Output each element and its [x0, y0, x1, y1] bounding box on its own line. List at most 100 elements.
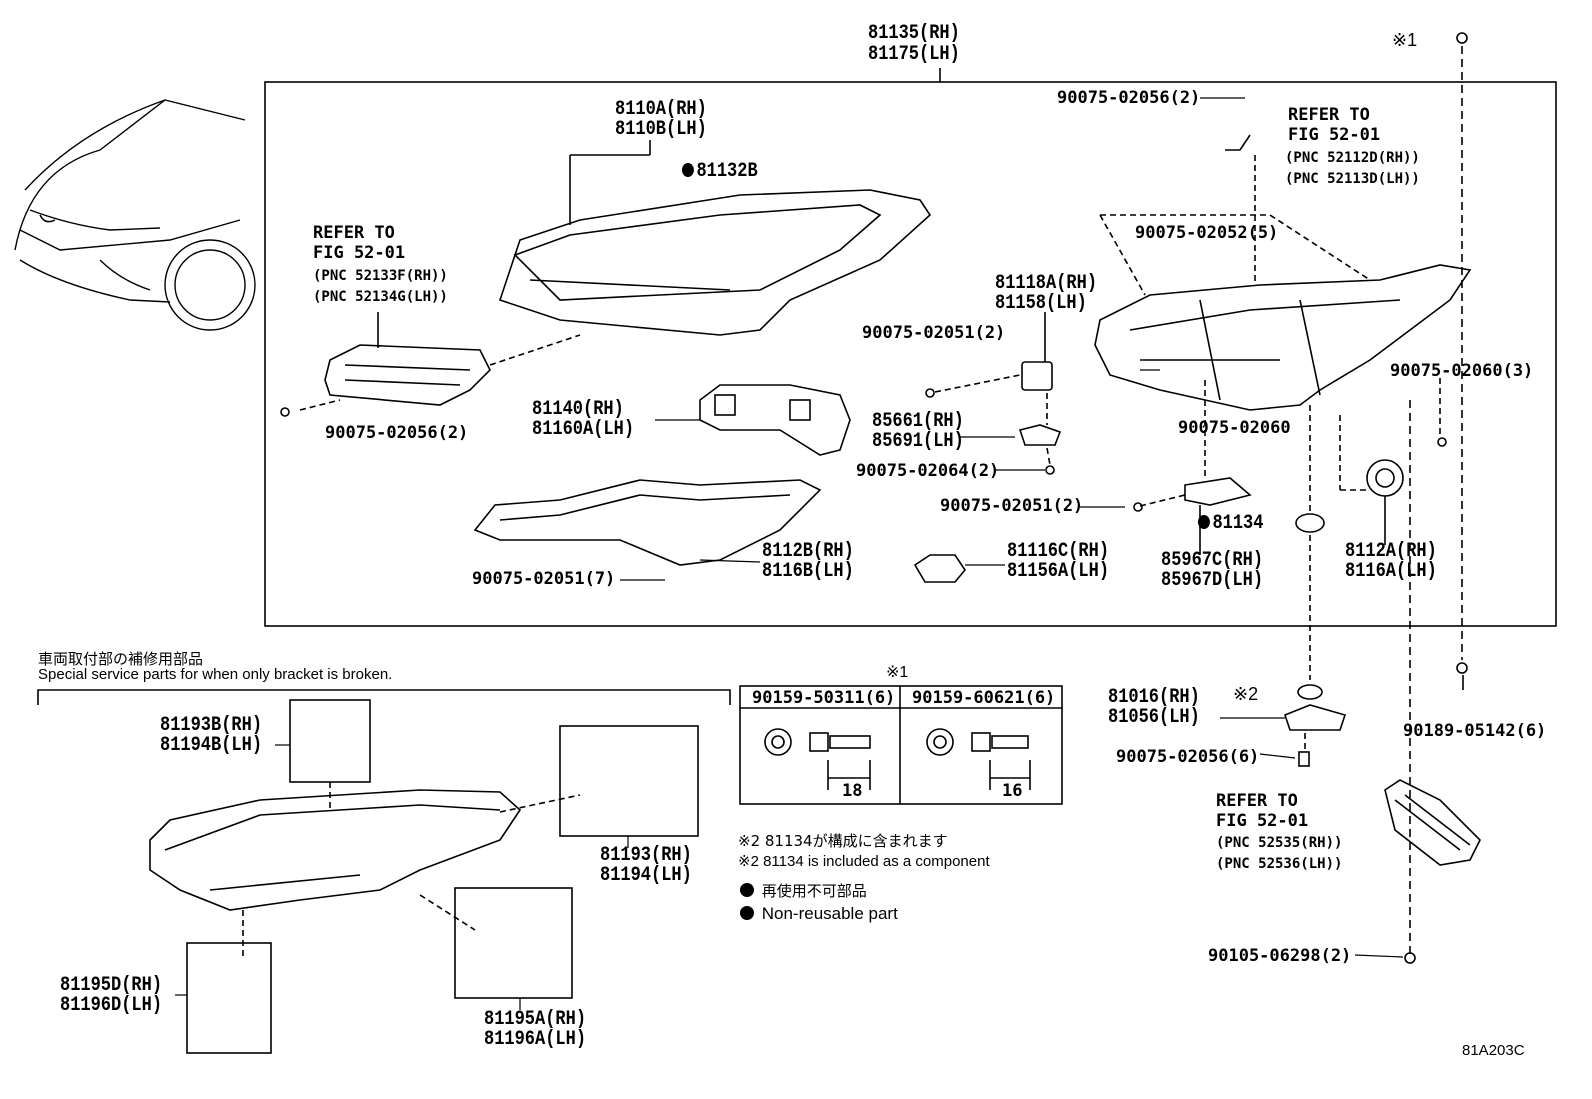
- refer-bottom-fig: FIG 52-01: [1216, 811, 1309, 831]
- label-81016-rh: 81016(RH): [1108, 686, 1200, 709]
- label-85967c-rh: 85967C(RH): [1161, 549, 1264, 572]
- assembly-frame: [264, 81, 1557, 627]
- non-reusable-dot-icon: [740, 883, 754, 897]
- label-8116a-lh: 8116A(LH): [1345, 560, 1437, 583]
- label-8112b-rh: 8112B(RH): [762, 540, 854, 563]
- label-90075-02056-2-left: 90075-02056(2): [325, 423, 469, 443]
- box-81195a: [454, 887, 573, 999]
- label-81193-rh: 81193(RH): [600, 844, 692, 867]
- bottom-bracket-lamp: [1384, 779, 1481, 866]
- bolt-table: [739, 685, 1063, 805]
- bolt-drawing-2: [926, 728, 1031, 790]
- non-reusable-dot-icon: [1198, 515, 1210, 529]
- special-parts-jp: 車両取付部の補修用部品: [38, 650, 204, 668]
- non-reusable-en: Non-reusable part: [761, 904, 898, 923]
- label-81156a-lh: 81156A(LH): [1007, 560, 1110, 583]
- bolt-table-col1: 90159-50311(6): [752, 688, 896, 708]
- bottom-lens: [149, 782, 581, 960]
- special-bracket-line: [37, 689, 731, 705]
- non-reusable-en-row: Non-reusable part: [740, 904, 898, 924]
- refer-top-title: REFER TO: [1288, 105, 1370, 125]
- lower-bezel: [473, 479, 822, 566]
- module-85661: [1018, 393, 1062, 475]
- bolt-drawing-1: [764, 728, 871, 790]
- non-reusable-jp: 再使用不可部品: [761, 882, 867, 900]
- refer-left-title: REFER TO: [313, 223, 395, 243]
- label-90075-02051-7: 90075-02051(7): [472, 569, 616, 589]
- label-90075-02064-2: 90075-02064(2): [856, 461, 1000, 481]
- label-8116b-lh: 8116B(LH): [762, 560, 854, 583]
- refer-top-fig: FIG 52-01: [1288, 125, 1381, 145]
- label-81196d-lh: 81196D(LH): [60, 994, 163, 1017]
- label-85691-lh: 85691(LH): [872, 430, 964, 453]
- label-81195a-rh: 81195A(RH): [484, 1008, 587, 1031]
- non-reusable-dot-icon: [682, 163, 694, 177]
- box-81193: [559, 725, 699, 837]
- note2-jp: ※2 81134が構成に含まれます: [738, 832, 948, 850]
- label-85967d-lh: 85967D(LH): [1161, 569, 1264, 592]
- box-81193b: [289, 699, 371, 783]
- label-90075-02056-6: 90075-02056(6): [1116, 747, 1260, 767]
- label-81140-rh: 81140(RH): [532, 398, 624, 421]
- label-90189-05142-6: 90189-05142(6): [1403, 721, 1547, 741]
- lens-rh-label: 8110A(RH): [615, 98, 707, 121]
- label-85661-rh: 85661(RH): [872, 410, 964, 433]
- label-81194b-lh: 81194B(LH): [160, 734, 263, 757]
- bolt-length-1: 18: [842, 781, 863, 801]
- note2-mark: ※2: [1233, 684, 1259, 704]
- label-90075-02060: 90075-02060: [1178, 418, 1291, 438]
- label-81134: 81134: [1198, 514, 1263, 534]
- label-90075-02056-2-top: 90075-02056(2): [1057, 88, 1201, 108]
- lens-seal-text: 81132B: [696, 160, 758, 183]
- note1-mark-top: ※1: [1392, 30, 1418, 50]
- refer-left-pnc-rh: (PNC 52133F(RH)): [313, 268, 448, 284]
- label-90075-02052-5: 90075-02052(5): [1135, 223, 1279, 243]
- label-81196a-lh: 81196A(LH): [484, 1028, 587, 1051]
- label-81193b-rh: 81193B(RH): [160, 714, 263, 737]
- label-90075-02060-3: 90075-02060(3): [1390, 361, 1534, 381]
- label-90105-06298-2: 90105-06298(2): [1208, 946, 1352, 966]
- bolt-length-2: 16: [1002, 781, 1023, 801]
- refer-bottom-pnc-lh: (PNC 52536(LH)): [1216, 856, 1343, 872]
- box-81195d: [186, 942, 272, 1054]
- label-81194-lh: 81194(LH): [600, 864, 692, 887]
- note2-en: ※2 81134 is included as a component: [738, 853, 990, 870]
- car-front-sketch: [14, 99, 256, 331]
- leader-lines: [175, 97, 1404, 1010]
- headlight-housing: [1094, 134, 1472, 411]
- refer-left-pnc-lh: (PNC 52134G(LH)): [313, 289, 448, 305]
- bolt-note1: [1404, 32, 1468, 964]
- lamp-81118: [925, 312, 1053, 398]
- assembly-lh-label: 81175(LH): [868, 43, 960, 66]
- label-90075-02051-2-b: 90075-02051(2): [940, 496, 1084, 516]
- bolt-table-mark: ※1: [886, 664, 909, 681]
- headlight-lens: [498, 140, 932, 336]
- assembly-rh-label: 81135(RH): [868, 22, 960, 45]
- seal-81134: [1284, 405, 1347, 767]
- label-81160a-lh: 81160A(LH): [532, 418, 635, 441]
- label-81158-lh: 81158(LH): [995, 292, 1087, 315]
- refer-bottom-title: REFER TO: [1216, 791, 1298, 811]
- label-81134-text: 81134: [1212, 512, 1264, 535]
- lens-lh-label: 8110B(LH): [615, 118, 707, 141]
- ecu-85967: [1133, 380, 1252, 555]
- label-81195d-rh: 81195D(RH): [60, 974, 163, 997]
- left-bracket: [280, 312, 581, 417]
- label-8112a-rh: 8112A(RH): [1345, 540, 1437, 563]
- bulb-8112A: [1339, 378, 1447, 545]
- refer-top-pnc-lh: (PNC 52113D(LH)): [1285, 171, 1420, 187]
- inner-module: [699, 384, 851, 456]
- non-reusable-jp-row: 再使用不可部品: [740, 880, 867, 901]
- non-reusable-dot-icon: [740, 906, 754, 920]
- figure-id: 81A203C: [1462, 1042, 1525, 1059]
- refer-top-pnc-rh: (PNC 52112D(RH)): [1285, 150, 1420, 166]
- label-81116c-rh: 81116C(RH): [1007, 540, 1110, 563]
- refer-bottom-pnc-rh: (PNC 52535(RH)): [1216, 835, 1343, 851]
- bracket-81116: [913, 554, 966, 583]
- lens-seal-label: 81132B: [682, 162, 758, 182]
- bolt-table-col2: 90159-60621(6): [912, 688, 1056, 708]
- label-81118a-rh: 81118A(RH): [995, 272, 1098, 295]
- label-90075-02051-2-a: 90075-02051(2): [862, 323, 1006, 343]
- label-81056-lh: 81056(LH): [1108, 706, 1200, 729]
